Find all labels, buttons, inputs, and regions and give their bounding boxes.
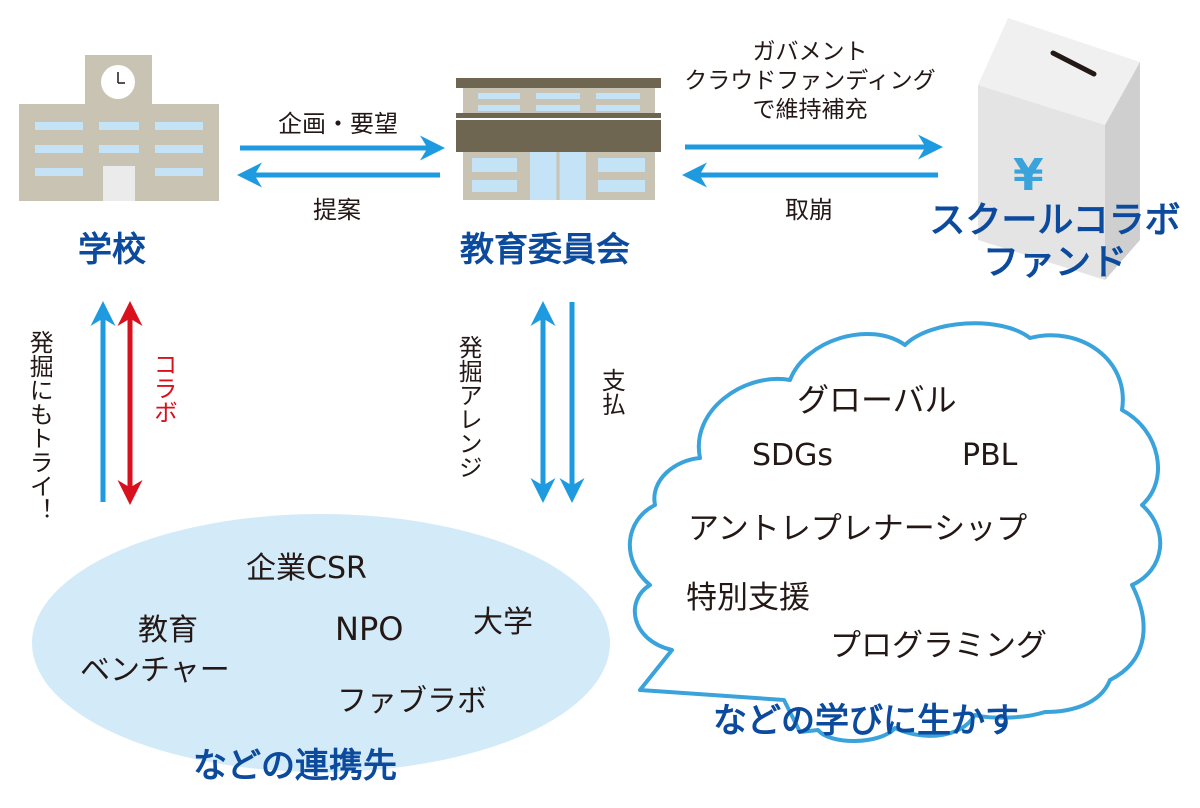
edge-label-discovery-try: 発掘にもトライ！ (25, 330, 53, 522)
edge-label-withdraw: 取崩 (785, 196, 833, 224)
edge-label-payment: 支払 (597, 368, 626, 416)
edge-label-gov-line3: で維持補充 (752, 97, 868, 123)
partner-item-npo: NPO (335, 610, 404, 648)
learning-cloud-bubble (627, 321, 1163, 743)
fund-label-line1: スクールコラボ (929, 200, 1181, 241)
learning-caption: などの学びに生かす (713, 701, 1019, 741)
board-label: 教育委員会 (460, 230, 630, 270)
fund-label-line2: ファンド (982, 242, 1127, 283)
learning-item-programming: プログラミング (830, 628, 1047, 664)
donation-box-icon (978, 18, 1140, 280)
partners-ellipse (32, 514, 610, 772)
school-label: 学校 (78, 230, 146, 270)
learning-item-global: グローバル (797, 381, 957, 419)
edge-label-collab: コラボ (149, 352, 178, 424)
school-building-icon (19, 55, 219, 201)
partner-item-fablab: ファブラボ (337, 684, 487, 719)
edge-label-gov-line2: クラウドファンディング (684, 68, 936, 94)
edge-label-discovery-arrange: 発掘アレンジ (454, 335, 483, 479)
partners-caption: などの連携先 (193, 746, 397, 786)
fund-label: スクールコラボ ファンド (905, 200, 1200, 284)
edge-label-plan-request: 企画・要望 (278, 110, 398, 138)
yen-icon: ¥ (1013, 150, 1044, 201)
edge-label-proposal: 提案 (313, 196, 361, 224)
partner-item-corporate-csr: 企業CSR (246, 551, 367, 586)
edge-label-gov-crowdfunding: ガバメント クラウドファンディング で維持補充 (670, 38, 950, 125)
learning-item-special-support: 特別支援 (686, 580, 810, 616)
edge-label-discovery-try-text: 発掘にもトライ！ (25, 330, 54, 522)
learning-item-sdgs: SDGs (752, 438, 834, 473)
edge-label-gov-line1: ガバメント (752, 39, 868, 65)
learning-item-pbl: PBL (962, 438, 1018, 473)
partner-item-university: 大学 (473, 605, 533, 640)
learning-item-entrepreneurship: アントレプレナーシップ (688, 511, 1028, 547)
partner-item-education: 教育 (138, 613, 198, 648)
office-building-icon (456, 78, 661, 200)
partner-item-venture: ベンチャー (80, 653, 230, 688)
